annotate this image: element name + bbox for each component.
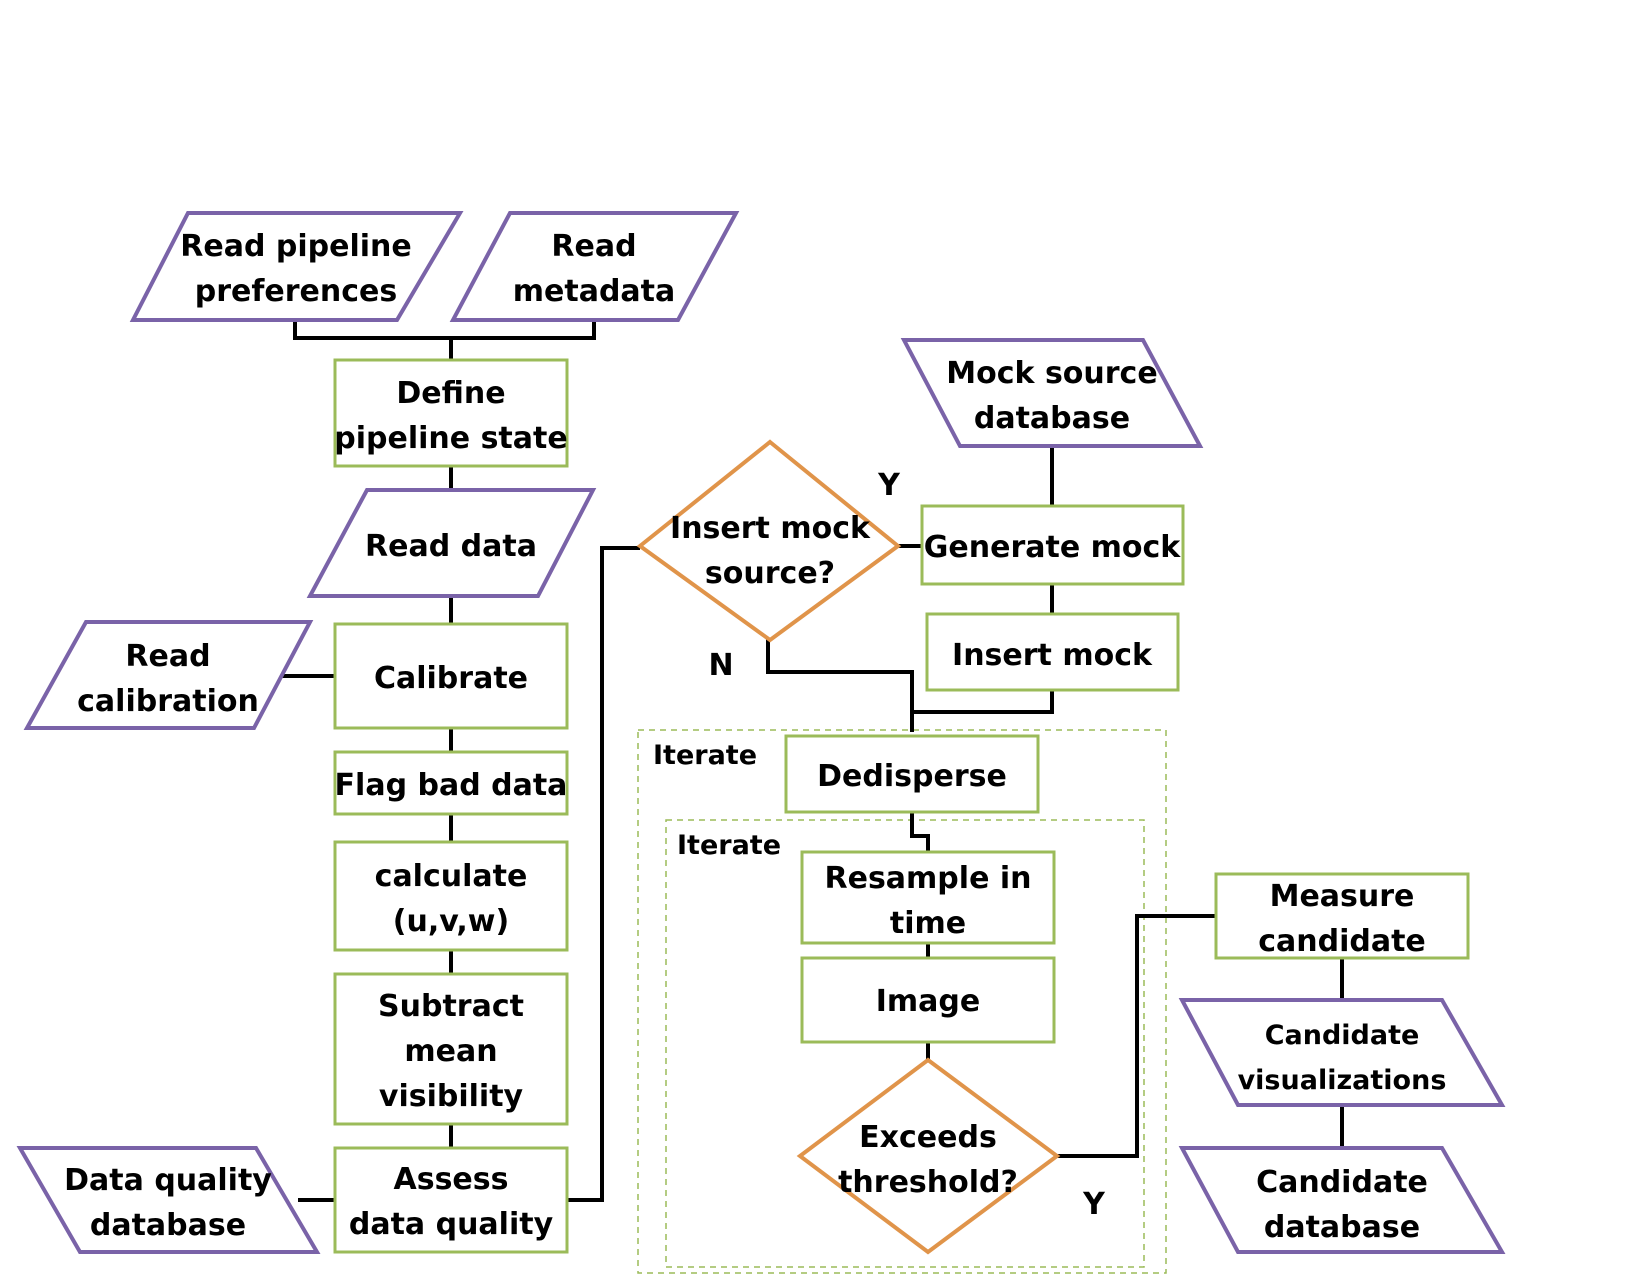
iterate-outer-label: Iterate [653,740,757,771]
connectors [282,320,1344,1202]
svg-text:Dedisperse: Dedisperse [817,759,1007,794]
svg-text:Insert mock: Insert mock [952,638,1153,673]
flag-bad-data-node: Flag bad data [333,750,569,816]
read-data-node: Read data [306,488,597,598]
svg-text:Flag bad data: Flag bad data [335,768,568,803]
no-mock-label: N [708,648,733,683]
svg-text:calculate(u,v,w): calculate(u,v,w) [375,859,528,939]
svg-text:Calibrate: Calibrate [374,661,528,696]
calibrate-node: Calibrate [333,622,569,730]
svg-text:Image: Image [876,984,981,1019]
svg-text:Read data: Read data [365,529,537,564]
calculate-uvw-node: calculate(u,v,w) [333,840,569,952]
insert-mock-node: Insert mock [925,612,1180,692]
dedisperse-node: Dedisperse [784,734,1040,814]
yes-mock-label: Y [877,468,901,503]
svg-text:Generate mock: Generate mock [924,530,1181,565]
iterate-inner-label: Iterate [677,830,781,861]
generate-mock-node: Generate mock [920,504,1185,586]
iterate-outer-loop [637,729,1167,1274]
image-node: Image [800,956,1056,1044]
yes-threshold-label: Y [1082,1187,1106,1222]
